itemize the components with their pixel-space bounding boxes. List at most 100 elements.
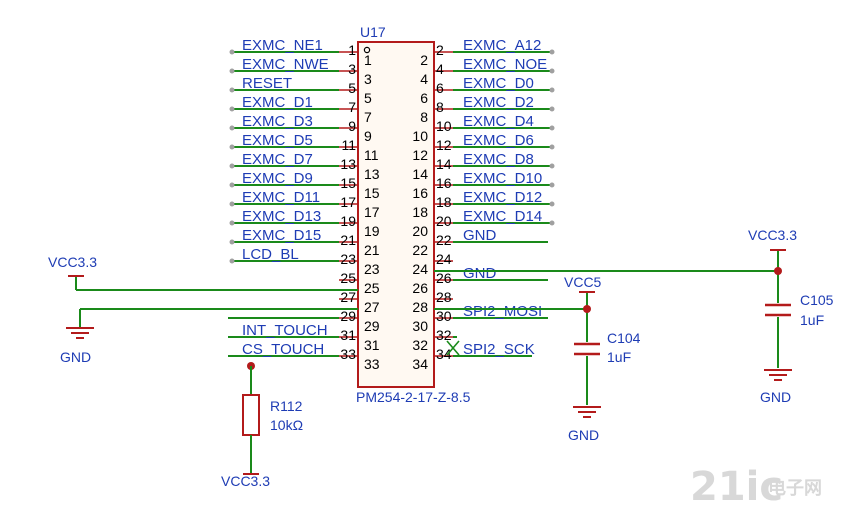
left-wire-end-dot bbox=[229, 87, 235, 93]
right-pin-number-inner: 28 bbox=[412, 299, 428, 315]
right-net-label: EXMC_D14 bbox=[463, 208, 542, 225]
right-pin-number-outer: 28 bbox=[436, 289, 452, 305]
right-wire-end-dot bbox=[549, 163, 555, 169]
left-pin-number-inner: 27 bbox=[364, 299, 380, 315]
right-pin-number-inner: 34 bbox=[412, 356, 428, 372]
right-pin-number-outer: 22 bbox=[436, 232, 452, 248]
connector-body[interactable] bbox=[357, 41, 435, 388]
c105-ref: C105 bbox=[800, 292, 834, 308]
left-wire-end-dot bbox=[229, 106, 235, 112]
resistor-r112[interactable] bbox=[242, 394, 260, 436]
right-pin-number-outer: 2 bbox=[436, 42, 444, 58]
right-net-label: GND bbox=[463, 265, 497, 282]
left-wire-end-dot bbox=[229, 125, 235, 131]
left-pin-number-outer: 15 bbox=[340, 175, 356, 191]
capacitor-c105[interactable] bbox=[765, 303, 791, 317]
right-pin-number-inner: 10 bbox=[412, 128, 428, 144]
left-pin-group: 11EXMC_NE133EXMC_NWE55RESET77EXMC_D199EX… bbox=[228, 37, 380, 372]
left-net-label: EXMC_D5 bbox=[242, 132, 313, 149]
connector-u17[interactable]: U17 PM254-2-17-Z-8.5 bbox=[356, 24, 471, 405]
right-pin-number-inner: 16 bbox=[412, 185, 428, 201]
right-pin-number-outer: 18 bbox=[436, 194, 452, 210]
right-pin-number-inner: 30 bbox=[412, 318, 428, 334]
right-pin-number-outer: 6 bbox=[436, 80, 444, 96]
right-net-label: EXMC_D10 bbox=[463, 170, 542, 187]
left-pin-number-outer: 21 bbox=[340, 232, 356, 248]
left-pin-number-inner: 3 bbox=[364, 71, 372, 87]
right-pin-number-inner: 12 bbox=[412, 147, 428, 163]
right-wire-end-dot bbox=[549, 68, 555, 74]
left-pin-number-outer: 17 bbox=[340, 194, 356, 210]
right-pin-number-inner: 6 bbox=[420, 90, 428, 106]
left-pin-number-outer: 9 bbox=[348, 118, 356, 134]
right-pin-row: 28 28 bbox=[412, 289, 453, 315]
gnd-c104-label: GND bbox=[568, 427, 599, 443]
capacitor-c104[interactable] bbox=[574, 342, 600, 356]
right-pin-row: 12 12 EXMC_D6 bbox=[412, 132, 555, 163]
left-wire-end-dot bbox=[229, 68, 235, 74]
left-net-label: CS_TOUCH bbox=[242, 341, 324, 358]
c104-ref: C104 bbox=[607, 330, 641, 346]
left-pin-number-outer: 5 bbox=[348, 80, 356, 96]
left-wire-end-dot bbox=[229, 258, 235, 264]
gnd-c104-symbol bbox=[573, 406, 601, 418]
left-pin-number-outer: 25 bbox=[340, 270, 356, 286]
left-pin-number-inner: 1 bbox=[364, 52, 372, 68]
left-pin-number-inner: 5 bbox=[364, 90, 372, 106]
left-pin-row: 33 EXMC_NWE bbox=[229, 56, 372, 87]
right-net-label: EXMC_D6 bbox=[463, 132, 534, 149]
vcc5-label: VCC5 bbox=[564, 274, 602, 290]
right-pin-number-outer: 34 bbox=[436, 346, 452, 362]
right-pin-number-outer: 8 bbox=[436, 99, 444, 115]
pin1-marker bbox=[363, 46, 371, 54]
right-wire-end-dot bbox=[549, 49, 555, 55]
left-net-label: EXMC_D1 bbox=[242, 94, 313, 111]
right-pin-number-inner: 18 bbox=[412, 204, 428, 220]
left-net-label: INT_TOUCH bbox=[242, 322, 328, 339]
left-net-label: EXMC_NWE bbox=[242, 56, 329, 73]
left-net-label: EXMC_NE1 bbox=[242, 37, 323, 54]
watermark-brand: 21ic bbox=[690, 464, 783, 510]
left-pin-number-outer: 7 bbox=[348, 99, 356, 115]
left-wire-end-dot bbox=[229, 144, 235, 150]
junction-vcc5 bbox=[583, 305, 591, 313]
right-pin-number-outer: 12 bbox=[436, 137, 452, 153]
right-pin-number-inner: 8 bbox=[420, 109, 428, 125]
right-pin-row: 34 34 SPI2_SCK bbox=[412, 341, 534, 372]
gnd-left-label: GND bbox=[60, 349, 91, 365]
right-pin-row: 16 16 EXMC_D10 bbox=[412, 170, 555, 201]
junction-vcc33-right bbox=[774, 267, 782, 275]
right-wire-end-dot bbox=[549, 220, 555, 226]
right-pin-number-inner: 4 bbox=[420, 71, 428, 87]
left-pin-number-outer: 3 bbox=[348, 61, 356, 77]
left-pin-number-outer: 1 bbox=[348, 42, 356, 58]
left-pin-number-inner: 13 bbox=[364, 166, 380, 182]
left-wire-end-dot bbox=[229, 239, 235, 245]
left-wire-end-dot bbox=[229, 49, 235, 55]
power-wiring: VCC3.3 GND VCC3.3 C105 1uF GND bbox=[48, 227, 834, 489]
right-pin-number-inner: 22 bbox=[412, 242, 428, 258]
right-wire-end-dot bbox=[549, 182, 555, 188]
left-pin-number-inner: 21 bbox=[364, 242, 380, 258]
right-net-label: EXMC_D0 bbox=[463, 75, 534, 92]
right-pin-number-outer: 20 bbox=[436, 213, 452, 229]
vcc33-left-label: VCC3.3 bbox=[48, 254, 97, 270]
right-pin-number-outer: 16 bbox=[436, 175, 452, 191]
r112-value: 10kΩ bbox=[270, 417, 303, 433]
left-wire-end-dot bbox=[229, 220, 235, 226]
right-net-label: SPI2_SCK bbox=[463, 341, 535, 358]
